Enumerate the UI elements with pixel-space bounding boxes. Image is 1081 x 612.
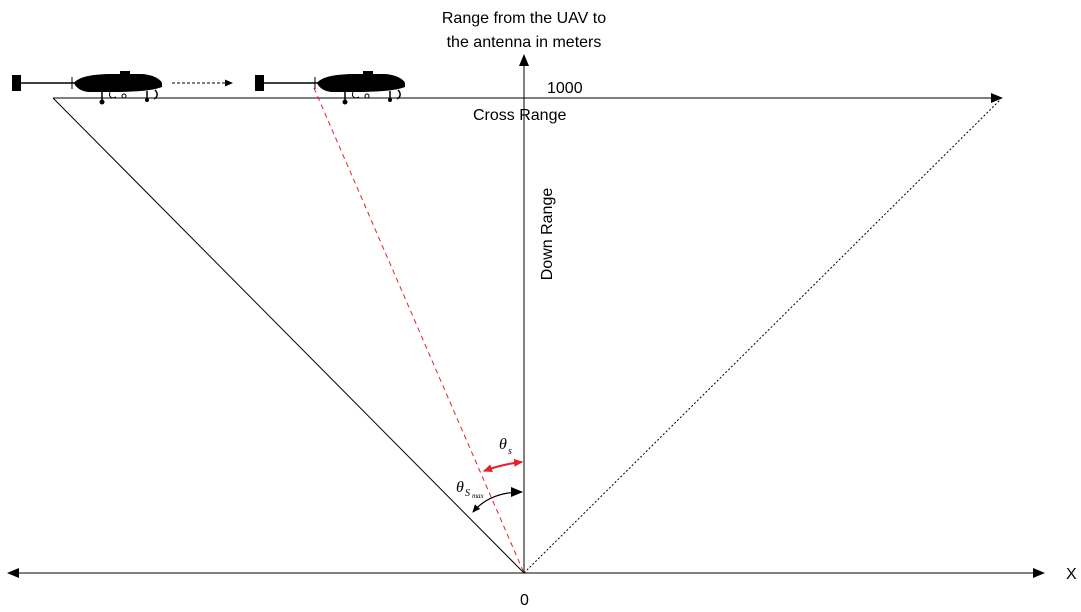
origin-label: 0 [520, 592, 529, 609]
uav-icon [254, 70, 406, 106]
svg-text:θ: θ [499, 436, 507, 453]
svg-text:θ: θ [456, 479, 464, 496]
y-axis-title-line2: the antenna in meters [447, 34, 602, 51]
theta-s-arc [483, 458, 523, 472]
svg-text:S: S [465, 488, 470, 499]
left-beam-boundary [52, 97, 525, 574]
right-beam-boundary [523, 99, 1001, 574]
cross-range-label: Cross Range [473, 107, 566, 124]
theta-smax-arc [472, 487, 523, 513]
y-axis-title-line1: Range from the UAV to [442, 10, 606, 27]
y-top-value: 1000 [547, 80, 583, 97]
line-of-sight [313, 87, 525, 574]
down-range-label: Down Range [539, 188, 556, 281]
theta-smax-label: θ S max [456, 479, 485, 500]
svg-text:s: s [508, 446, 512, 457]
theta-s-label: θ s [499, 436, 512, 457]
x-axis-label: X [1066, 566, 1077, 583]
uav-icon [11, 70, 163, 106]
svg-text:max: max [472, 492, 485, 500]
